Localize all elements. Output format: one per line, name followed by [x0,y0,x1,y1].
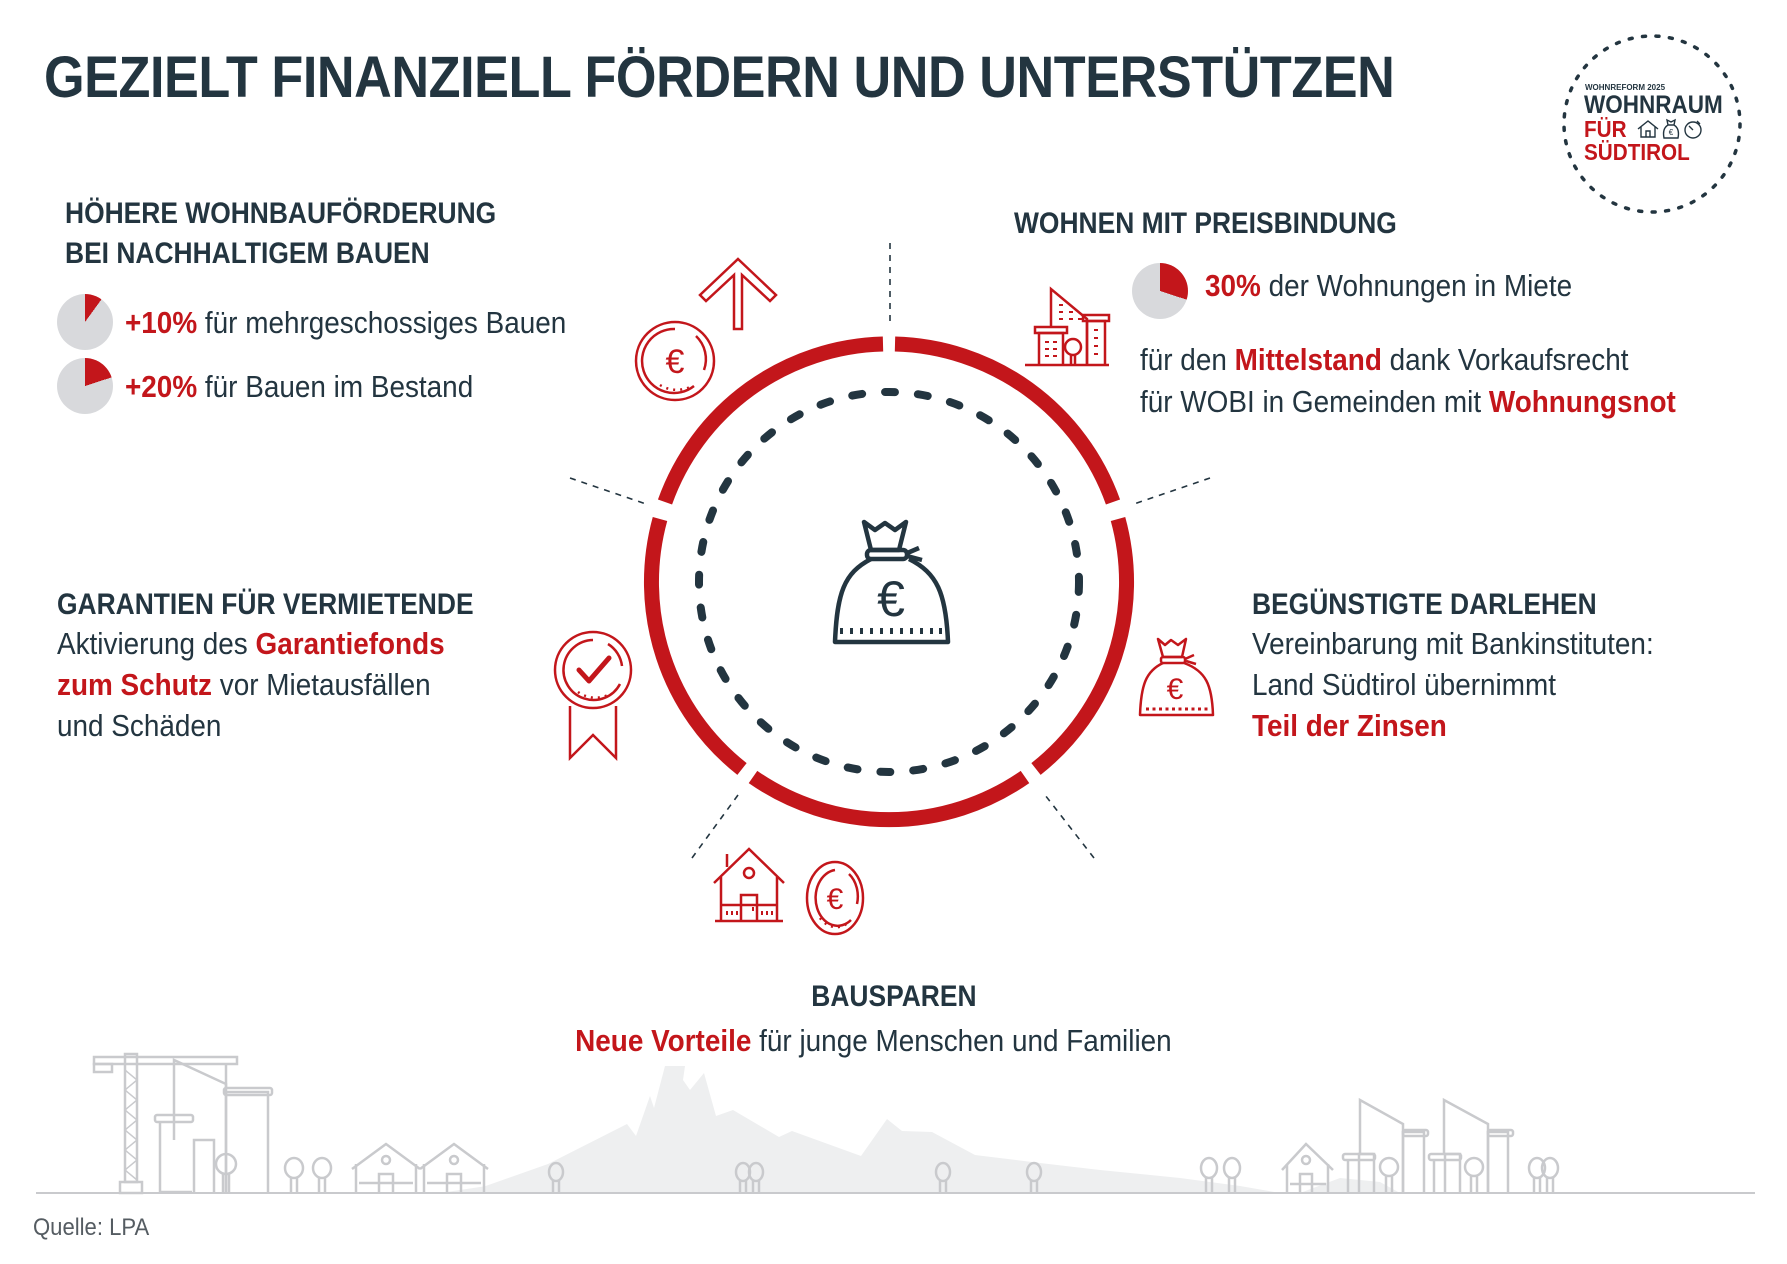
money-bag-euro-icon: € [832,519,951,645]
wohnbau-heading-line1: HÖHERE WOHNBAUFÖRDERUNG [65,197,497,230]
wohnbau-item-1: +10% für mehrgeschossiges Bauen [125,302,566,343]
svg-text:€: € [877,571,905,627]
preisbindung-line1: für den Mittelstand dank Vorkaufsrecht [1140,339,1629,380]
garantien-line1-pre: Aktivierung des [57,626,248,661]
bausparen-subline: Neue Vorteile für junge Menschen und Fam… [0,1020,1767,1061]
svg-text:€: € [1167,673,1184,706]
wohnbau-heading-line2: BEI NACHHALTIGEM BAUEN [65,237,430,270]
logo-dotted-circle-icon [1562,34,1742,214]
logo-kicker: WOHNREFORM 2025 [1585,83,1666,92]
svg-text:€: € [1669,128,1674,137]
bausparen-heading-wrap: BAUSPAREN [0,976,1787,1018]
pie-10-percent [57,294,113,350]
money-bag-icon: € [1138,637,1215,717]
arrow-up-icon [698,257,778,331]
garantien-line2: zum Schutz vor Mietausfällen [57,664,431,705]
stopwatch-icon [1684,120,1702,139]
logo-line3: SÜDTIROL [1584,139,1690,165]
preisbindung-stat-value: 30% [1205,268,1261,303]
source-label: Quelle: LPA [33,1214,150,1241]
preisbindung-stat: 30% der Wohnungen in Miete [1205,265,1572,306]
wohnbau-item-2-value: +20% [125,369,198,404]
garantien-line2-highlight: zum Schutz [57,667,213,702]
garantien-line1-highlight: Garantiefonds [255,626,445,661]
preisbindung-heading: WOHNEN MIT PREISBINDUNG [1014,207,1397,240]
preisbindung-stat-text: der Wohnungen in Miete [1268,268,1573,303]
wohnbau-item-2-text: für Bauen im Bestand [204,369,474,404]
logo: WOHNREFORM 2025 WOHNRAUM FÜR SÜDTIROL € [1560,32,1744,216]
darlehen-line3: Teil der Zinsen [1252,708,1447,743]
award-check-icon [553,630,633,762]
preisbindung-line1-pre: für den [1140,342,1227,377]
preisbindung-line2: für WOBI in Gemeinden mit Wohnungsnot [1140,381,1676,422]
money-bag-icon: € [1662,118,1680,139]
bausparen-text: für junge Menschen und Familien [759,1023,1172,1058]
wohnbau-item-1-value: +10% [125,305,198,340]
garantien-line2-post: vor Mietausfällen [219,667,431,702]
page-title: GEZIELT FINANZIELL FÖRDERN UND UNTERSTÜT… [44,45,1395,110]
svg-text:€: € [827,883,844,916]
wohnbau-item-2: +20% für Bauen im Bestand [125,366,473,407]
euro-coin-icon: € [634,320,716,402]
darlehen-line2: Land Südtirol übernimmt [1252,667,1556,702]
pie-20-percent [57,358,113,414]
house-icon [713,847,785,923]
preisbindung-line2-pre: für WOBI in Gemeinden mit [1140,384,1482,419]
logo-line2: FÜR [1584,116,1627,142]
skyline-illustration [36,1052,1755,1195]
garantien-line1: Aktivierung des Garantiefonds [57,623,445,664]
house-icon [1637,120,1659,138]
svg-text:€: € [666,343,685,381]
bausparen-heading: BAUSPAREN [810,980,977,1013]
bausparen-highlight: Neue Vorteile [575,1023,752,1058]
preisbindung-line1-highlight: Mittelstand [1234,342,1382,377]
bausparen-subline-text: Neue Vorteile für junge Menschen und Fam… [575,1020,1172,1061]
preisbindung-line2-highlight: Wohnungsnot [1488,384,1676,419]
pie-30-percent [1132,263,1188,319]
logo-line1: WOHNRAUM [1584,91,1723,119]
darlehen-line1: Vereinbarung mit Bankinstituten: [1252,626,1654,661]
garantien-line3: und Schäden [57,708,222,743]
euro-coin-icon: € [805,860,865,936]
wohnbau-item-1-text: für mehrgeschossiges Bauen [204,305,567,340]
darlehen-heading: BEGÜNSTIGTE DARLEHEN [1252,588,1597,621]
garantien-heading: GARANTIEN FÜR VERMIETENDE [57,588,474,621]
apartment-buildings-icon [1025,286,1111,367]
preisbindung-line1-post: dank Vorkaufsrecht [1389,342,1629,377]
